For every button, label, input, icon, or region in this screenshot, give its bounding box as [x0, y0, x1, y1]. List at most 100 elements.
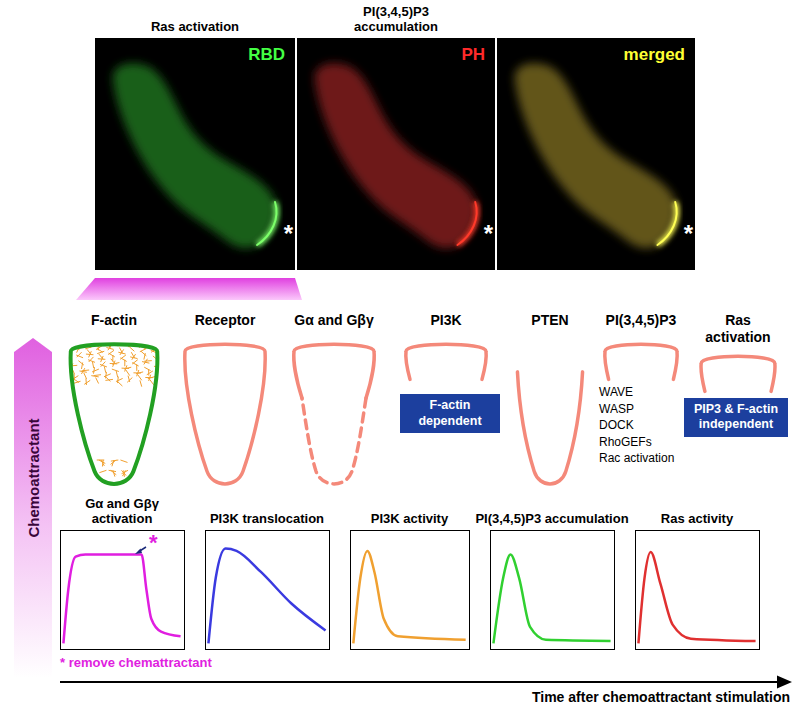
actin-filament	[99, 470, 106, 472]
actin-filament	[144, 367, 150, 370]
microscopy-image	[297, 38, 495, 270]
channel-label: merged	[624, 46, 685, 65]
plot-title: PI3K activity	[340, 512, 480, 527]
cell-outline	[175, 340, 275, 490]
footnote: * remove chemattractant	[60, 655, 212, 670]
actin-filament	[148, 377, 155, 379]
actin-filament	[120, 460, 127, 462]
actin-filament	[124, 360, 125, 367]
actin-filament	[136, 364, 137, 371]
time-course-plot: Ras activity	[635, 530, 760, 650]
actin-filament	[105, 377, 110, 382]
microscopy-panel: PI(3,4,5)P3 accumulationPH*	[297, 38, 495, 270]
actin-filament	[132, 363, 138, 367]
gradient-label: Chemoattractant	[25, 418, 42, 537]
actin-filament	[86, 354, 94, 356]
plot-area	[491, 531, 613, 648]
leading-edge-glow	[257, 202, 276, 245]
pointer-head	[135, 549, 142, 555]
cell-membrane	[71, 344, 158, 484]
actin-filament	[102, 460, 104, 467]
response-curve	[493, 554, 610, 643]
gradient-bar: Chemoattractant	[14, 338, 52, 678]
note-text: PIP3 & F-actin independent	[688, 402, 784, 433]
actin-filament	[112, 355, 113, 362]
actin-filament	[88, 360, 95, 363]
actin-filament	[111, 460, 118, 461]
time-course-plot: Gα and Gβγ activation*	[60, 530, 185, 650]
actin-filament	[118, 352, 125, 354]
actin-filament	[116, 371, 118, 377]
leading-edge	[257, 202, 276, 245]
actin-filament	[129, 347, 134, 352]
cell-body	[515, 63, 677, 248]
microscopy-image	[95, 38, 295, 270]
actin-filament	[112, 369, 119, 371]
cell-outline	[506, 340, 594, 490]
actin-filament	[142, 362, 149, 364]
response-curve	[638, 552, 755, 643]
channel-label: RBD	[248, 46, 285, 65]
rear-and-sides	[517, 372, 582, 484]
plot-area	[61, 531, 183, 648]
leading-edge-glow	[657, 202, 676, 245]
panel-heading: Ras activation	[120, 20, 270, 35]
effector-item: RhoGEFs	[599, 434, 686, 451]
effector-list: WAVEWASPDOCKRhoGEFsRac activation	[599, 384, 686, 467]
actin-filament	[92, 369, 99, 372]
actin-filament	[100, 364, 107, 367]
asterisk-mark: *	[149, 532, 158, 554]
cell-schematic: Receptor	[175, 312, 275, 490]
plot-title: Gα and Gβγ activation	[63, 497, 181, 527]
cell-schematic: PTEN	[506, 312, 594, 490]
note-text: F-actin dependent	[404, 398, 496, 429]
microscopy-image	[497, 38, 695, 270]
actin-filament	[84, 380, 90, 384]
actin-filament	[140, 380, 142, 386]
actin-filament	[148, 369, 149, 376]
response-curve	[208, 549, 325, 644]
plot-title: PI3K translocation	[190, 512, 345, 527]
actin-filament	[98, 358, 106, 360]
time-course-plot: PI3K activity	[350, 530, 470, 650]
actin-filament	[94, 374, 101, 376]
actin-filament	[81, 363, 82, 369]
channel-label: PH	[461, 46, 485, 65]
actin-filament	[138, 375, 142, 381]
cell-schematic: PIP3 & F-actin independentRas activation	[692, 312, 784, 502]
cell-membrane-front	[294, 344, 374, 398]
cell-outline	[60, 340, 168, 490]
time-axis	[60, 681, 780, 683]
actin-filament	[76, 355, 83, 358]
column-heading: Receptor	[175, 312, 275, 329]
cell-schematic: F-actin dependent PI3K	[396, 312, 496, 490]
plot-area	[636, 531, 758, 648]
time-course-plot: PI3K translocation	[205, 530, 330, 650]
actin-filament	[144, 360, 152, 362]
actin-filament	[126, 370, 130, 376]
microscopy-panel: Ras activationRBD*	[95, 38, 295, 270]
column-heading: Ras activation	[692, 312, 784, 346]
cell-membrane-back	[302, 398, 366, 484]
asterisk-mark: *	[484, 222, 493, 246]
actin-filament	[101, 460, 104, 466]
leading-edge-crescent	[605, 344, 677, 379]
actin-filament	[122, 470, 128, 473]
effector-item: WASP	[599, 401, 686, 418]
actin-filament	[106, 348, 113, 350]
leading-edge-glow	[457, 202, 476, 245]
actin-filament	[104, 366, 105, 372]
actin-filament	[124, 367, 131, 369]
column-heading: PI3K	[396, 312, 496, 329]
effector-item: WAVE	[599, 384, 686, 401]
asterisk-mark: *	[284, 222, 293, 246]
cell-body	[315, 63, 477, 248]
plot-title: PI(3,4,5)P3 accumulation	[459, 512, 645, 527]
response-curve	[63, 554, 180, 643]
cell-schematic: Gα and Gβγ	[284, 312, 384, 490]
leading-edge	[657, 202, 676, 245]
cell-schematic: F-actin	[60, 312, 168, 490]
actin-filament	[127, 378, 132, 383]
actin-filament	[147, 371, 153, 375]
